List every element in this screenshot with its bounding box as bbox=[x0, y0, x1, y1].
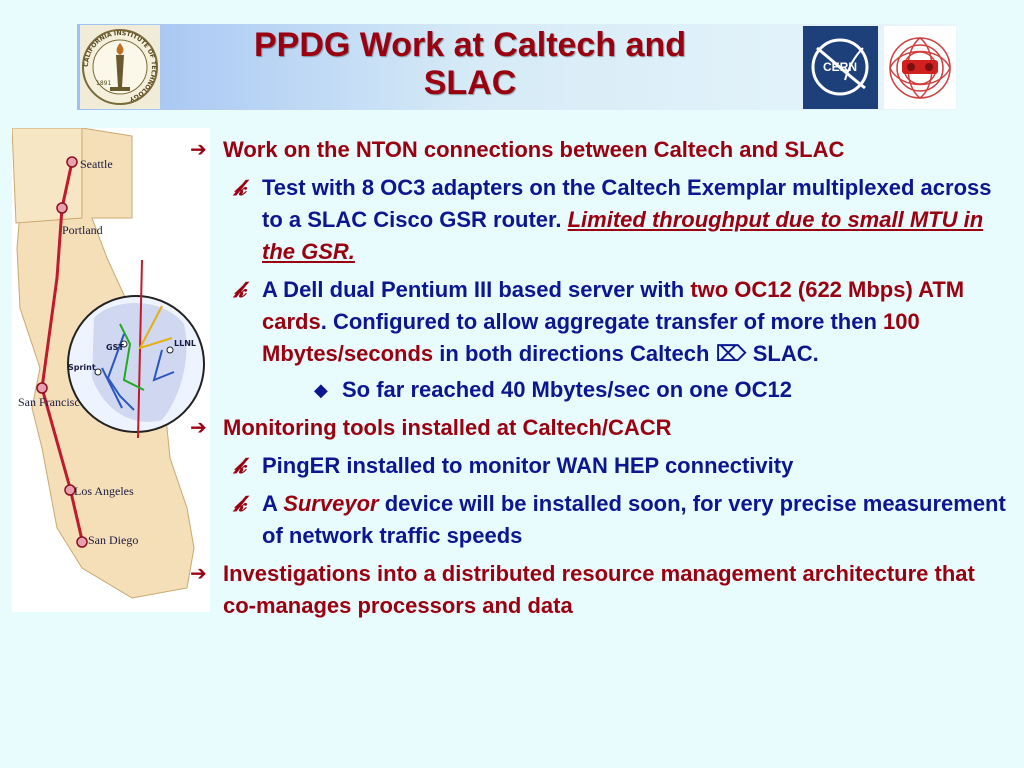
map-inset-sprint: Sprint bbox=[68, 363, 96, 372]
bullet-text: device will be installed soon, for very … bbox=[262, 491, 1006, 548]
title-line-2: SLAC bbox=[423, 64, 517, 102]
bullet-text: SLAC. bbox=[746, 341, 819, 366]
sub-bullet-icon: 𝓀 bbox=[234, 491, 246, 517]
bullet-nton: ➔ Work on the NTON connections between C… bbox=[190, 134, 1010, 166]
bullet-list: ➔ Work on the NTON connections between C… bbox=[190, 134, 1010, 622]
bullet-highlight: two OC12 (622 Mbps) ATM cards bbox=[262, 277, 965, 334]
map-label-san-francisco: San Francisco bbox=[18, 395, 86, 409]
cern-logo: CERN bbox=[803, 26, 878, 109]
bullet-text: Monitoring tools installed at Caltech/CA… bbox=[223, 415, 672, 440]
sub-bullet-icon: 𝓀 bbox=[234, 277, 246, 303]
bullet-text: A Dell dual Pentium III based server wit… bbox=[262, 277, 691, 302]
bullet-text: PingER installed to monitor WAN HEP conn… bbox=[262, 453, 794, 478]
bullet-text: So far reached 40 Mbytes/sec on one OC12 bbox=[342, 377, 792, 402]
bullet-text: Test with 8 OC3 adapters on the Caltech … bbox=[262, 175, 992, 232]
bullet-investigations: ➔ Investigations into a distributed reso… bbox=[190, 558, 1010, 622]
map-label-portland: Portland bbox=[62, 223, 103, 237]
bullet-highlight: 100 Mbytes/seconds bbox=[262, 309, 920, 366]
map-label-seattle: Seattle bbox=[80, 157, 113, 171]
cern-text: CERN bbox=[823, 60, 857, 74]
bullet-text: . Configured to allow aggregate transfer… bbox=[320, 309, 883, 334]
map-label-san-diego: San Diego bbox=[88, 533, 138, 547]
bullet-text: A bbox=[262, 491, 284, 516]
bullet-text: Work on the NTON connections between Cal… bbox=[223, 137, 845, 162]
bullet-surveyor: 𝓀 A Surveyor device will be installed so… bbox=[190, 488, 1010, 552]
bidirectional-arrow-icon: ⌦ bbox=[715, 341, 747, 366]
diamond-icon: ◆ bbox=[314, 380, 328, 400]
bullet-oc3-test: 𝓀 Test with 8 OC3 adapters on the Caltec… bbox=[190, 172, 1010, 268]
bullet-text: Investigations into a distributed resour… bbox=[223, 561, 975, 618]
map-inset-gst: GST bbox=[106, 343, 124, 352]
sub-bullet-icon: 𝓀 bbox=[234, 175, 246, 201]
bullet-text: in both directions Caltech bbox=[433, 341, 716, 366]
bullet-highlight: Limited throughput due to small MTU in t… bbox=[262, 207, 984, 264]
arrow-icon: ➔ bbox=[190, 139, 207, 161]
caltech-logo: CALIFORNIA INSTITUTE OF TECHNOLOGY 1891 bbox=[80, 25, 160, 109]
page-title: PPDG Work at Caltech and SLAC bbox=[200, 26, 740, 102]
bullet-pinger: 𝓀 PingER installed to monitor WAN HEP co… bbox=[190, 450, 1010, 482]
bullet-monitoring: ➔ Monitoring tools installed at Caltech/… bbox=[190, 412, 1010, 444]
title-line-1: PPDG Work at Caltech and bbox=[253, 26, 687, 64]
arrow-icon: ➔ bbox=[190, 563, 207, 585]
bullet-dell-server: 𝓀 A Dell dual Pentium III based server w… bbox=[190, 274, 1010, 370]
map-inset-llnl: LLNL bbox=[174, 339, 196, 348]
caltech-year: 1891 bbox=[96, 80, 111, 87]
sub-bullet-icon: 𝓀 bbox=[234, 453, 246, 479]
map-label-los-angeles: Los Angeles bbox=[74, 484, 134, 498]
bullet-highlight: Surveyor bbox=[283, 491, 379, 516]
detector-graphic bbox=[884, 26, 956, 109]
network-map: Seattle Portland San Francisco Los Angel… bbox=[11, 127, 210, 612]
bullet-40mb: ◆ So far reached 40 Mbytes/sec on one OC… bbox=[190, 374, 1010, 406]
arrow-icon: ➔ bbox=[190, 417, 207, 439]
